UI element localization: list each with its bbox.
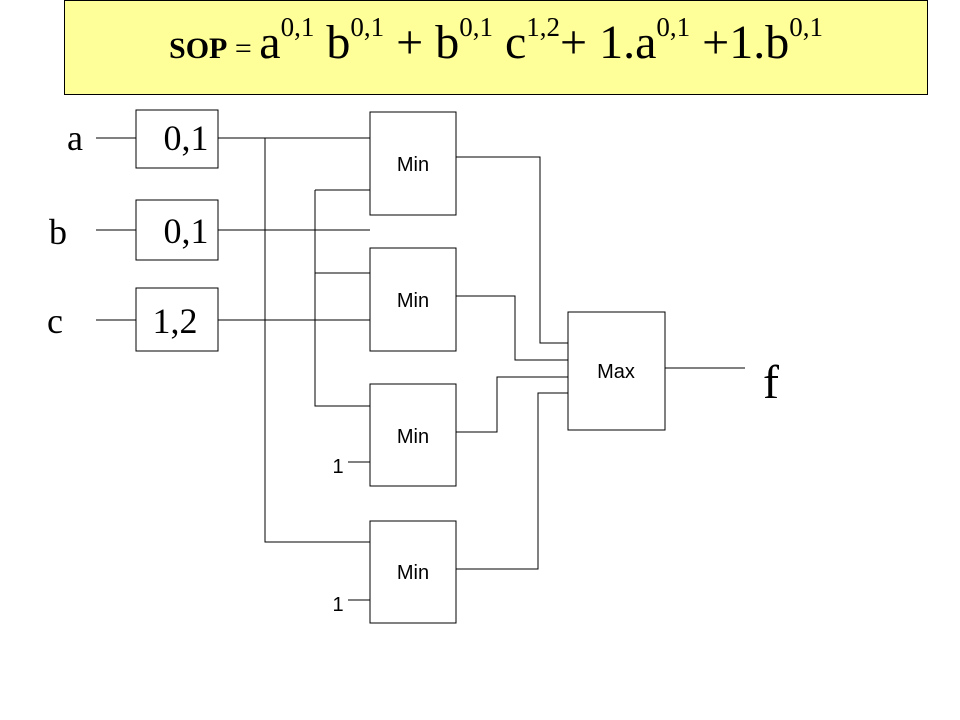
formula-equals: = [227,32,260,65]
range-a: 0,1 [164,118,209,158]
term-superscript: 0,1 [789,12,823,42]
term-separator: + [560,16,600,69]
wire-min4-max [456,392,568,570]
input-label-a: a [67,118,83,158]
input-box-c [135,287,219,352]
term-base: b [435,16,460,69]
formula-banner: SOP = a0,1 b0,1 + b0,1 c1,2+ 1.a0,1 +1.b… [64,0,928,95]
max-gate [567,311,666,431]
min-gate-2 [369,247,457,352]
term-base: a [259,16,281,69]
term-base: 1.b [729,16,790,69]
output-label-f: f [763,356,779,409]
term-1b01: 1.b0,1 [729,14,823,70]
term-superscript: 1,2 [526,12,560,42]
range-c: 1,2 [153,301,198,341]
min-gate-3-label: Min [397,426,429,448]
max-gate-label: Max [597,361,635,383]
input-label-b: b [49,212,67,252]
wire-min1-max [456,156,568,344]
min-gate-3 [369,383,457,487]
input-boxes [135,109,219,352]
term-base: b [326,16,351,69]
constant-2: 1 [332,594,343,616]
gates [369,111,666,624]
term-superscript: 0,1 [350,12,385,42]
input-label-c: c [47,301,63,341]
term-superscript: 0,1 [459,12,493,42]
wire-a [218,137,370,543]
wire-min2-max [456,295,568,361]
term-separator: + [384,16,436,69]
wire-b [218,189,370,407]
input-box-a [135,109,219,169]
min-gate-4-label: Min [397,562,429,584]
term-superscript: 0,1 [656,12,691,42]
term-c12: c1,2+ [504,14,600,70]
term-separator: + [690,16,730,69]
term-1a01: 1.a0,1 + [599,14,730,70]
wires [96,137,745,601]
input-box-b [135,199,219,261]
term-base: c [504,16,527,69]
constant-1: 1 [332,456,343,478]
min-gate-2-label: Min [397,290,429,312]
term-base: 1.a [599,16,657,69]
term-superscript: 0,1 [280,12,315,42]
sop-formula: SOP = a0,1 b0,1 + b0,1 c1,2+ 1.a0,1 +1.b… [65,14,927,77]
term-a01: a0,1 [259,14,326,70]
min-gate-4 [369,520,457,624]
min-gate-1-label: Min [397,154,429,176]
wire-min3-max [456,376,568,433]
range-b: 0,1 [164,211,209,251]
min-gate-1 [369,111,457,216]
term-b01: b0,1 + [326,14,436,70]
term-b01-second: b0,1 [435,14,505,70]
formula-lead: SOP [169,32,228,65]
